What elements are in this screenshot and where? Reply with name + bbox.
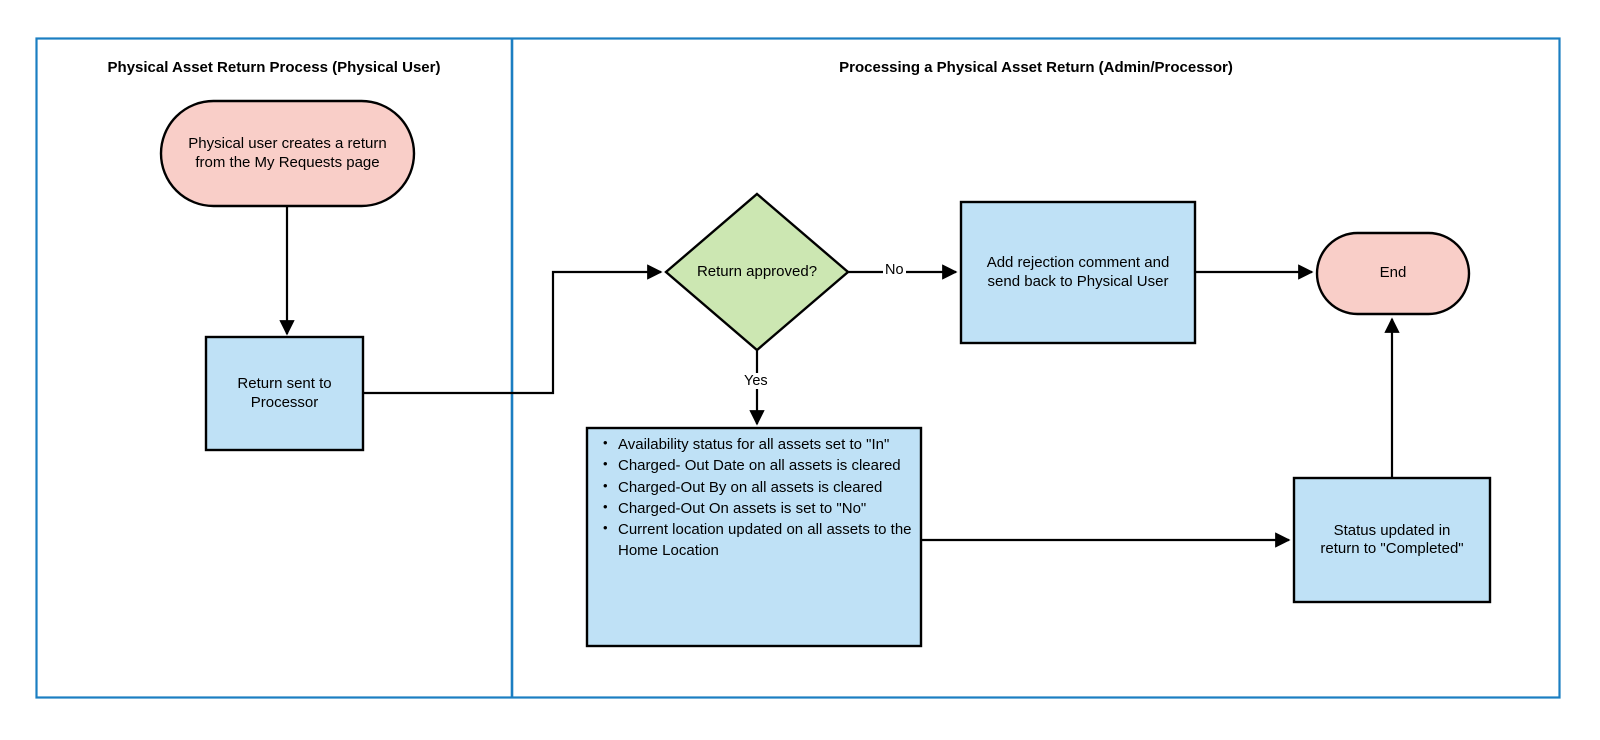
node-decision-shape[interactable]	[664, 192, 850, 352]
pool-frame	[35, 37, 1561, 699]
lane-title-text: Physical Asset Return Process (Physical …	[107, 59, 441, 76]
lane-title-physical-user: Physical Asset Return Process (Physical …	[37, 59, 511, 76]
asset-update-bullet: Availability status for all assets set t…	[603, 434, 913, 455]
node-return-sent-shape[interactable]	[204, 335, 365, 452]
edge-label-yes: Yes	[742, 373, 770, 389]
lane-title-text: Processing a Physical Asset Return (Admi…	[839, 59, 1233, 76]
edge-label-no-text: No	[885, 262, 904, 278]
asset-update-bullet: Charged-Out By on all assets is cleared	[603, 477, 913, 498]
edge-return-sent-to-decision	[363, 264, 663, 395]
lane-title-admin-processor: Processing a Physical Asset Return (Admi…	[513, 59, 1559, 76]
asset-updates-list: Availability status for all assets set t…	[601, 434, 913, 562]
asset-update-bullet: Charged- Out Date on all assets is clear…	[603, 455, 913, 476]
edge-label-no: No	[883, 262, 906, 278]
node-asset-updates-label: Availability status for all assets set t…	[601, 434, 913, 562]
node-start-shape[interactable]	[159, 99, 416, 208]
asset-update-bullet: Current location updated on all assets t…	[603, 519, 913, 562]
node-end-shape[interactable]	[1315, 231, 1471, 316]
edge-label-yes-text: Yes	[744, 373, 768, 389]
node-status-updated-shape[interactable]	[1292, 476, 1492, 604]
node-rejection-shape[interactable]	[959, 200, 1197, 345]
asset-update-bullet: Charged-Out On assets is set to "No"	[603, 498, 913, 519]
